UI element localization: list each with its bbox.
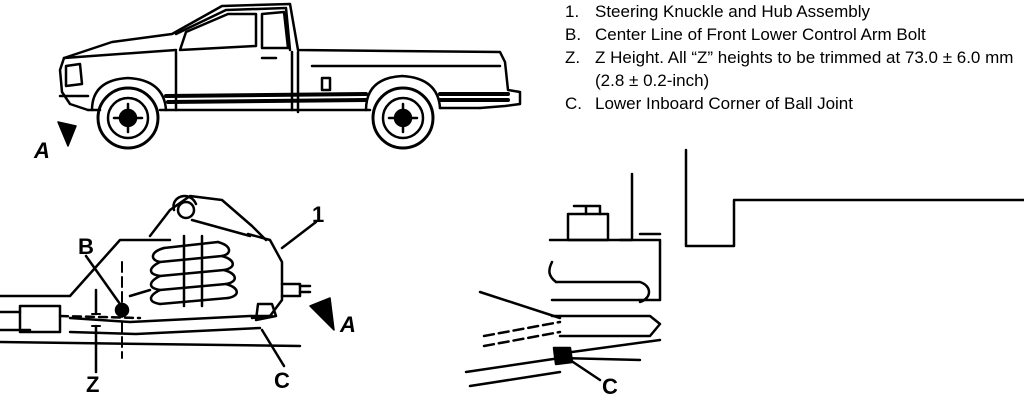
- callout-item-c-left: C: [274, 368, 290, 393]
- callout-view-a-suspension: A: [340, 312, 356, 337]
- legend-text: Center Line of Front Lower Control Arm B…: [595, 25, 926, 44]
- legend-item-1: 1. Steering Knuckle and Hub Assembly: [565, 0, 1024, 23]
- legend: 1. Steering Knuckle and Hub Assembly B. …: [565, 0, 1024, 115]
- legend-text: Steering Knuckle and Hub Assembly: [595, 2, 870, 21]
- callout-item-b: B: [78, 234, 94, 259]
- legend-text: Z Height. All “Z” heights to be trimmed …: [595, 48, 1014, 90]
- legend-key: C.: [565, 94, 582, 113]
- legend-item-z: Z. Z Height. All “Z” heights to be trimm…: [565, 46, 1024, 92]
- callout-item-z: Z: [86, 372, 100, 397]
- legend-item-c: C. Lower Inboard Corner of Ball Joint: [565, 92, 1024, 115]
- legend-text: Lower Inboard Corner of Ball Joint: [595, 94, 853, 113]
- legend-key: 1.: [565, 2, 580, 21]
- callout-item-c-right: C: [602, 374, 618, 399]
- callout-view-a-truck: A: [34, 138, 50, 163]
- legend-item-b: B. Center Line of Front Lower Control Ar…: [565, 23, 1024, 46]
- view-a-detail-illustration: [464, 148, 1024, 388]
- callout-item-1: 1: [312, 202, 325, 227]
- pickup-truck-illustration: [57, 2, 522, 150]
- legend-key: B.: [565, 25, 582, 44]
- front-suspension-illustration: [0, 194, 335, 374]
- legend-key: Z.: [565, 48, 581, 67]
